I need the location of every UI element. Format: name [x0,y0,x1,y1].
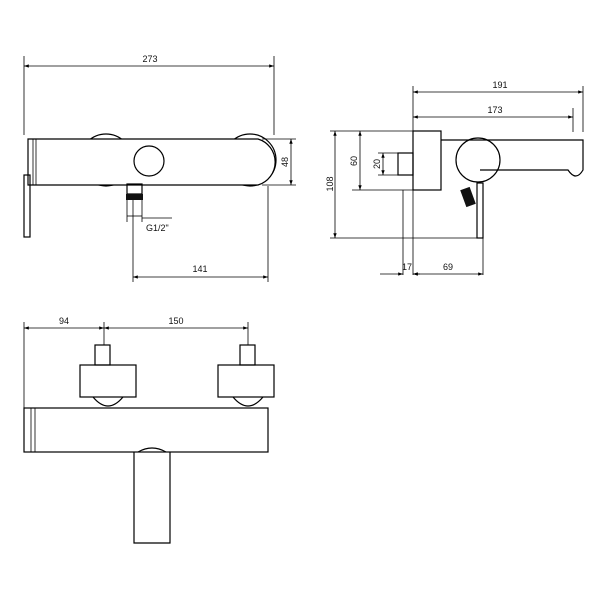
dimension-label-108: 108 [325,176,335,191]
dimension-height-48: 48 [262,138,296,186]
front-body [27,138,276,186]
dimension-width-273: 273 [23,54,275,135]
dimension-diameter-20: 20 [372,152,398,176]
dimension-label-48: 48 [280,157,290,167]
bottom-inlet-right [217,344,275,407]
front-lever [23,174,31,238]
side-view: 191 173 108 [325,80,584,276]
side-lever [476,182,484,239]
dimension-height-108: 108 [325,130,477,239]
side-inlet-pipe [397,152,414,176]
dimension-height-60: 60 [349,131,413,191]
thread-label: G1/2" [146,223,169,233]
side-outlet-thread [460,186,476,208]
dimension-label-141: 141 [192,264,207,274]
dimension-label-20: 20 [372,159,382,169]
dimension-inlet-141: 141 [132,186,269,282]
dimension-gap-17: 17 [380,262,420,274]
front-view: 273 G1/2" 48 [23,54,296,282]
dimension-label-94: 94 [59,316,69,326]
front-knob [133,145,165,177]
dimension-depth-173: 173 [413,105,574,132]
side-body-circle [455,137,501,183]
dimension-label-17: 17 [402,262,412,272]
dimension-label-60: 60 [349,156,359,166]
side-body-tube [441,139,584,177]
dimension-label-273: 273 [142,54,157,64]
bottom-body [23,407,269,453]
bottom-spout [133,452,171,544]
dimension-label-173: 173 [487,105,502,115]
dimension-offset-94: 94 [23,316,105,410]
bottom-inlet-left [79,344,137,407]
dimension-label-150: 150 [168,316,183,326]
dimension-offset-69: 69 [413,262,483,276]
dimension-label-69: 69 [443,262,453,272]
dimension-label-191: 191 [492,80,507,90]
bottom-view: 94 150 [23,316,275,544]
dimension-spacing-150: 150 [104,316,249,345]
side-wall-plate [412,130,442,191]
dimension-depth-191: 191 [412,80,584,132]
front-outlet-thread [126,194,143,200]
